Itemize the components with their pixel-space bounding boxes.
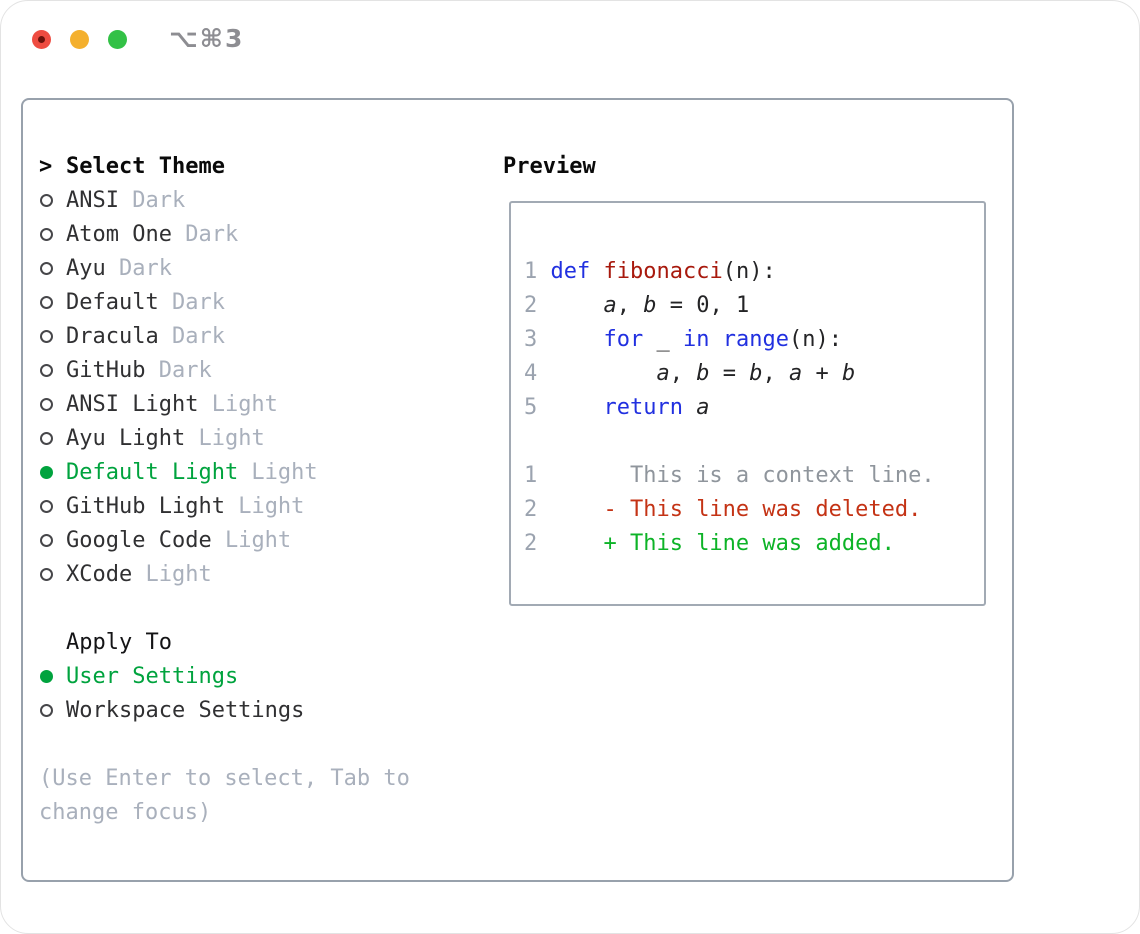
theme-name: GitHub: [66, 357, 146, 383]
apply-option-user-settings[interactable]: User Settings: [39, 659, 410, 693]
theme-option-default[interactable]: Default Dark: [39, 285, 410, 319]
theme-option-ayu-light[interactable]: Ayu Light Light: [39, 421, 410, 455]
spacer: [39, 727, 410, 761]
preview-box: 1 def fibonacci(n): 2 a, b = 0, 1 3 for …: [509, 201, 986, 606]
theme-name: Dracula: [66, 323, 159, 349]
hint-line: change focus): [39, 799, 212, 825]
zoom-button[interactable]: [108, 30, 127, 49]
theme-option-ansi-light[interactable]: ANSI Light Light: [39, 387, 410, 421]
theme-option-google-code[interactable]: Google Code Light: [39, 523, 410, 557]
apply-option-label: Workspace Settings: [66, 697, 305, 723]
theme-option-dracula[interactable]: Dracula Dark: [39, 319, 410, 353]
select-theme-title: Select Theme: [66, 153, 225, 179]
radio-icon: [39, 261, 66, 275]
theme-option-atom-one[interactable]: Atom One Dark: [39, 217, 410, 251]
apply-to-title: Apply To: [66, 629, 172, 655]
theme-variant: Light: [132, 561, 212, 587]
apply-option-label: User Settings: [66, 663, 239, 689]
theme-variant: Light: [185, 425, 265, 451]
radio-icon: [39, 227, 66, 241]
theme-variant: Light: [211, 527, 292, 553]
radio-icon: [39, 329, 66, 343]
radio-icon: [39, 363, 66, 377]
theme-name: Google Code: [66, 527, 212, 553]
radio-selected-icon: [39, 669, 66, 683]
theme-variant: Dark: [158, 289, 225, 315]
radio-icon: [39, 295, 66, 309]
theme-option-default-light[interactable]: Default Light Light: [39, 455, 410, 489]
theme-name: GitHub Light: [66, 493, 225, 519]
theme-variant: Light: [224, 493, 305, 519]
apply-option-workspace-settings[interactable]: Workspace Settings: [39, 693, 410, 727]
theme-name: Default Light: [66, 459, 239, 485]
radio-selected-icon: [39, 465, 66, 479]
theme-option-github[interactable]: GitHub Dark: [39, 353, 410, 387]
prompt-marker: >: [39, 154, 66, 179]
theme-variant: Dark: [105, 255, 172, 281]
theme-option-ansi[interactable]: ANSI Dark: [39, 183, 410, 217]
theme-variant: Light: [238, 459, 318, 485]
close-button[interactable]: [32, 30, 51, 49]
theme-name: XCode: [66, 561, 133, 587]
minimize-button[interactable]: [70, 30, 89, 49]
radio-icon: [39, 431, 66, 445]
hint-line: (Use Enter to select, Tab to: [39, 765, 410, 791]
preview-heading: Preview: [503, 153, 596, 179]
theme-name: ANSI: [66, 187, 119, 213]
radio-icon: [39, 567, 66, 581]
radio-icon: [39, 193, 66, 207]
theme-name: ANSI Light: [66, 391, 199, 417]
apply-to-header: Apply To: [39, 625, 410, 659]
radio-icon: [39, 533, 66, 547]
titlebar: [32, 30, 127, 49]
radio-icon: [39, 397, 66, 411]
theme-variant: Dark: [158, 323, 225, 349]
theme-name: Atom One: [66, 221, 172, 247]
theme-variant: Dark: [118, 187, 186, 213]
prompt-marker-glyph: >: [39, 153, 53, 179]
radio-icon: [39, 499, 66, 513]
theme-variant: Light: [198, 391, 278, 417]
spacer: [39, 591, 410, 625]
theme-name: Default: [66, 289, 159, 315]
theme-option-ayu[interactable]: Ayu Dark: [39, 251, 410, 285]
preview-code: 1 def fibonacci(n): 2 a, b = 0, 1 3 for …: [524, 259, 935, 556]
theme-option-xcode[interactable]: XCode Light: [39, 557, 410, 591]
window-title: ⌥⌘3: [169, 24, 245, 53]
radio-icon: [39, 703, 66, 717]
unsaved-changes-dot-icon: [38, 36, 45, 43]
theme-option-github-light[interactable]: GitHub Light Light: [39, 489, 410, 523]
select-theme-header: > Select Theme: [39, 149, 410, 183]
theme-name: Ayu: [66, 255, 106, 281]
theme-variant: Dark: [171, 221, 239, 247]
theme-name: Ayu Light: [66, 425, 186, 451]
theme-variant: Dark: [145, 357, 212, 383]
